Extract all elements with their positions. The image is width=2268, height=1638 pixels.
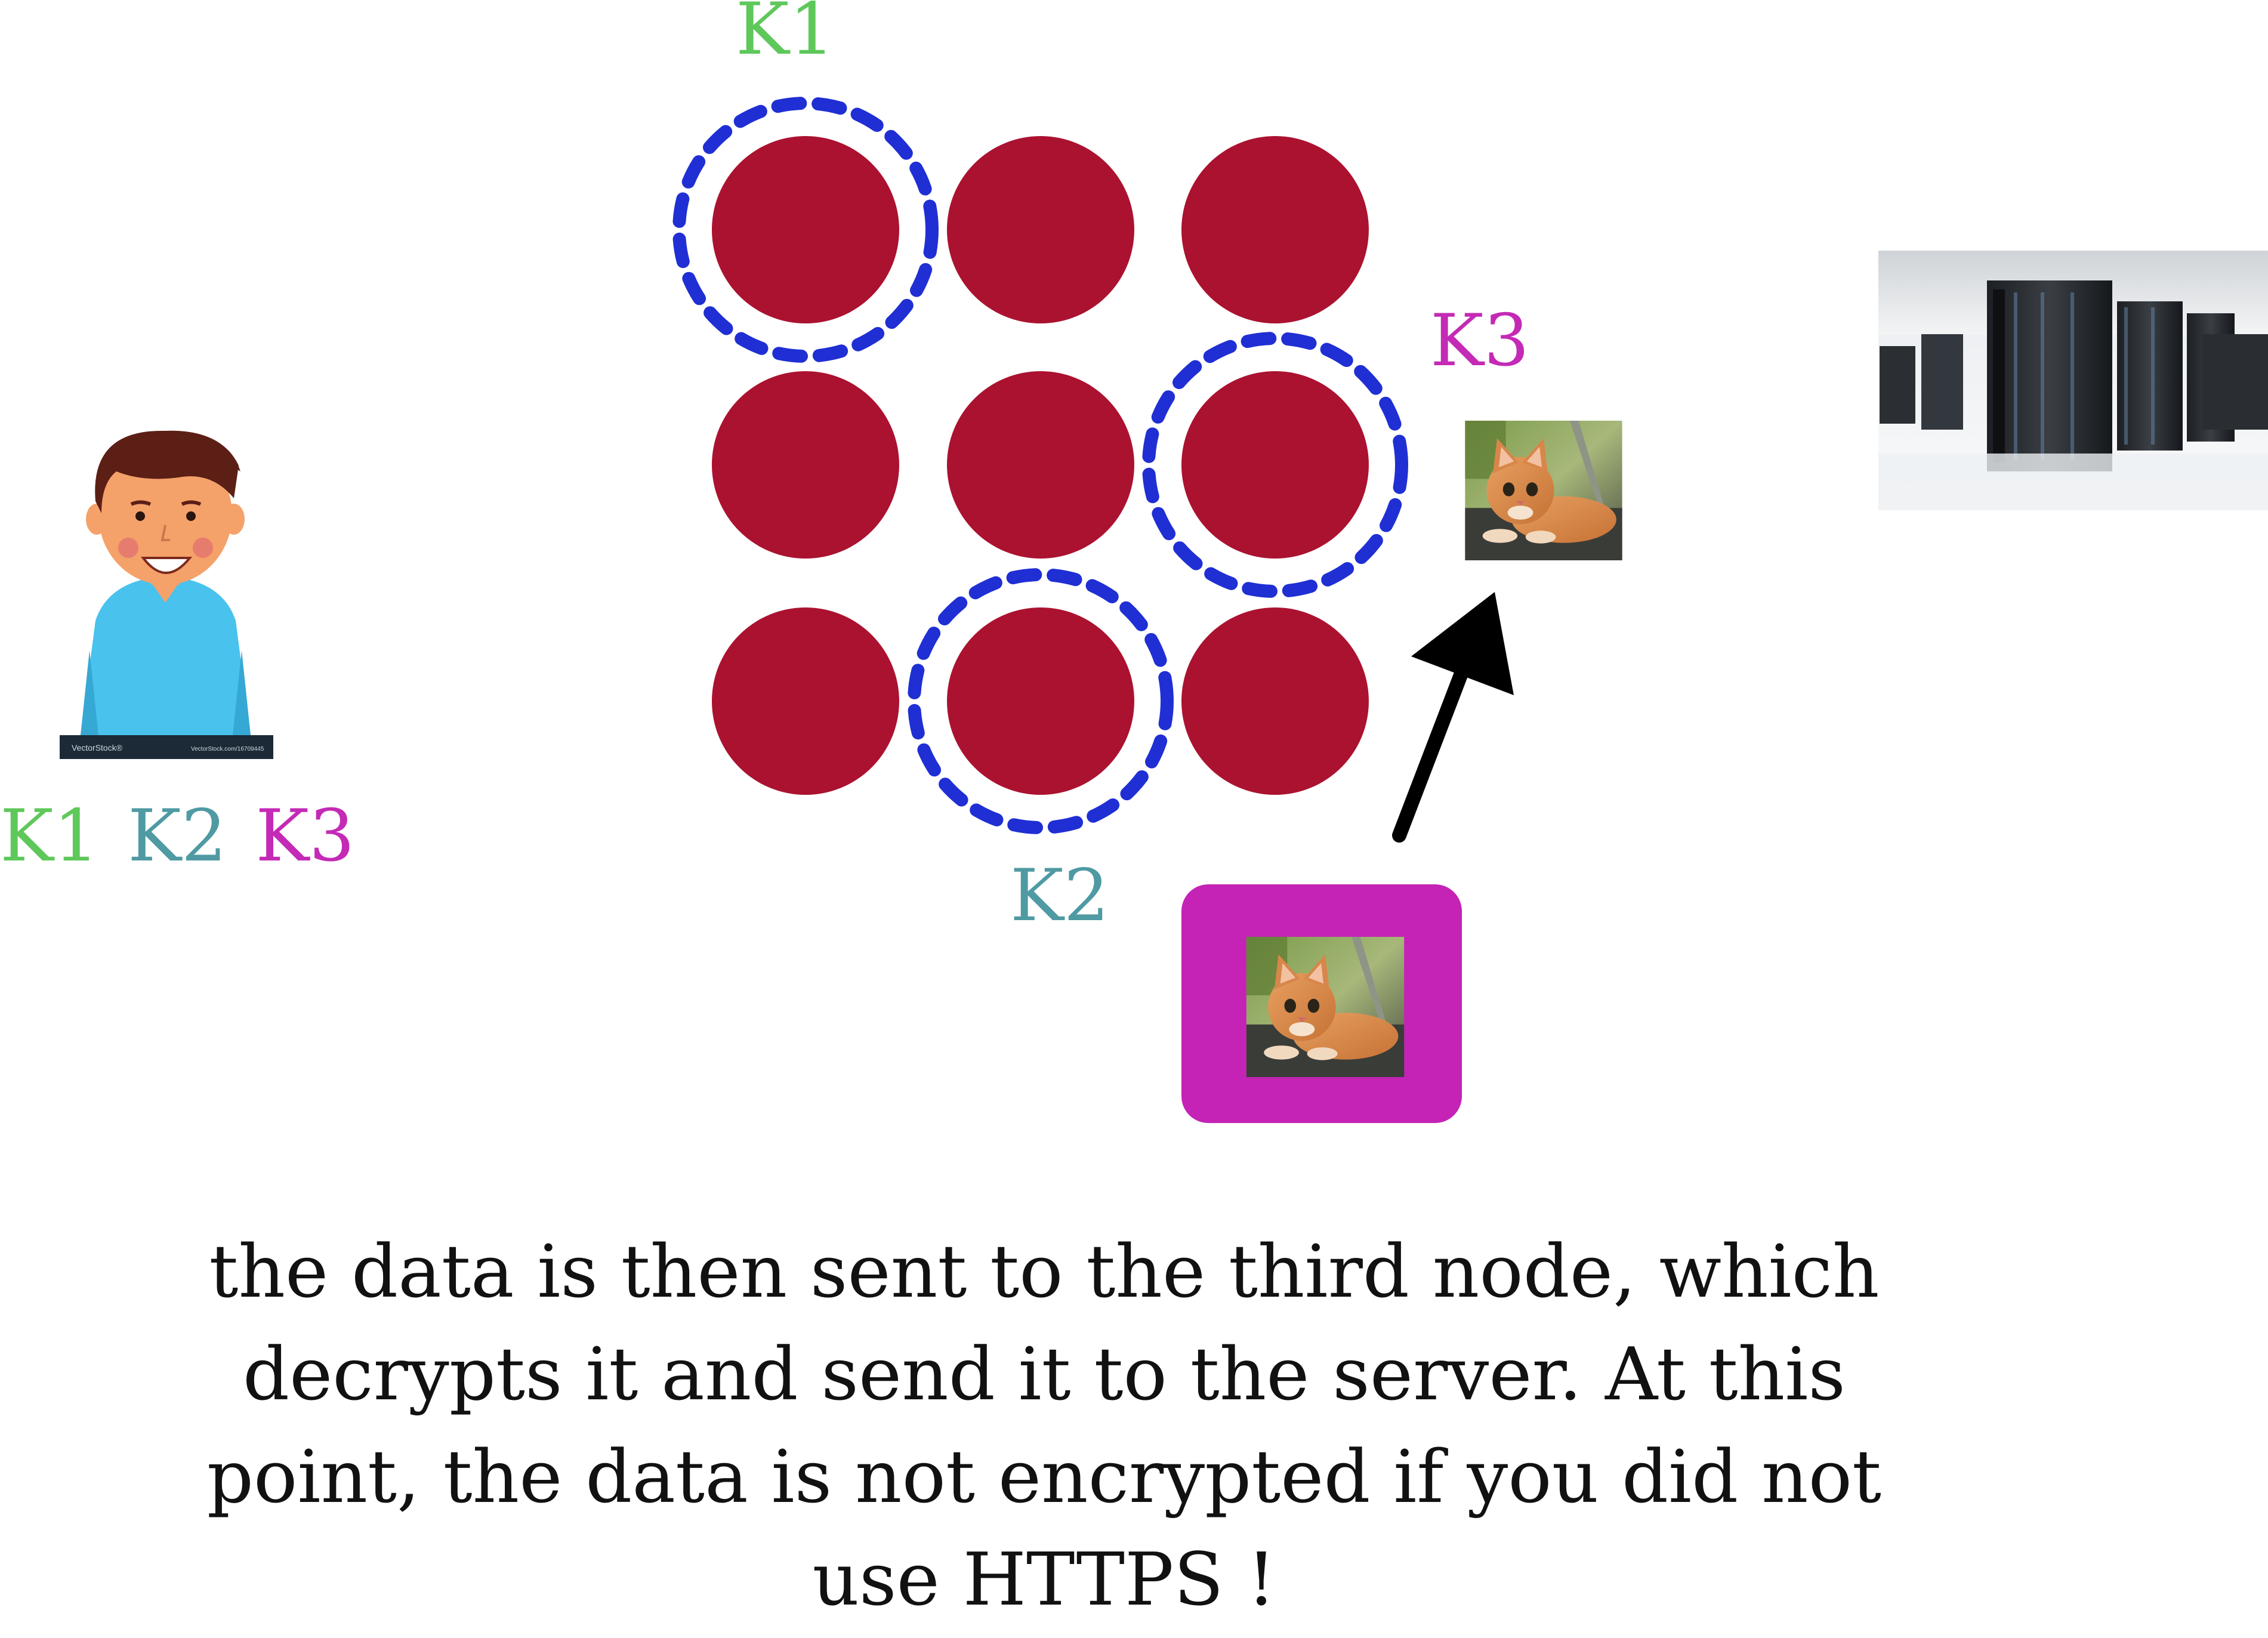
node [712, 136, 899, 323]
node [1181, 607, 1369, 795]
node [947, 607, 1134, 795]
user-key-k2: K2 [128, 795, 227, 878]
node [712, 371, 899, 559]
caption: the data is then sent to the third node,… [149, 1220, 1939, 1631]
watermark-left: VectorStock® [72, 743, 123, 752]
k2-dashed-ring [908, 568, 1174, 834]
caption-line-1: the data is then sent to the third node,… [209, 1229, 1880, 1314]
node-grid [712, 136, 1369, 795]
node [947, 371, 1134, 559]
k3-dashed-ring [1142, 332, 1408, 598]
user-icon: VectorStock® VectorStock.com/16709445 [60, 430, 273, 759]
k1-label: K1 [736, 0, 835, 71]
k3-encrypted-packet [1181, 884, 1462, 1123]
node [1181, 371, 1369, 559]
decrypted-data-image [1465, 421, 1622, 560]
caption-line-4: use HTTPS ! [812, 1537, 1276, 1622]
k1-dashed-ring [672, 97, 939, 363]
user-key-k1: K1 [0, 795, 99, 878]
k3-label: K3 [1430, 300, 1529, 382]
user-keys: K1 K2 K3 [0, 795, 354, 878]
caption-line-3: point, the data is not encrypted if you … [206, 1435, 1882, 1519]
arrow-icon [1392, 592, 1514, 843]
node [1181, 136, 1369, 323]
node [947, 136, 1134, 323]
watermark-right: VectorStock.com/16709445 [191, 746, 264, 752]
caption-line-2: decrypts it and send it to the server. A… [242, 1332, 1846, 1417]
node [712, 607, 899, 795]
user-key-k3: K3 [255, 795, 354, 878]
server-room-image [1878, 251, 2268, 510]
k2-label: K2 [1010, 855, 1109, 937]
